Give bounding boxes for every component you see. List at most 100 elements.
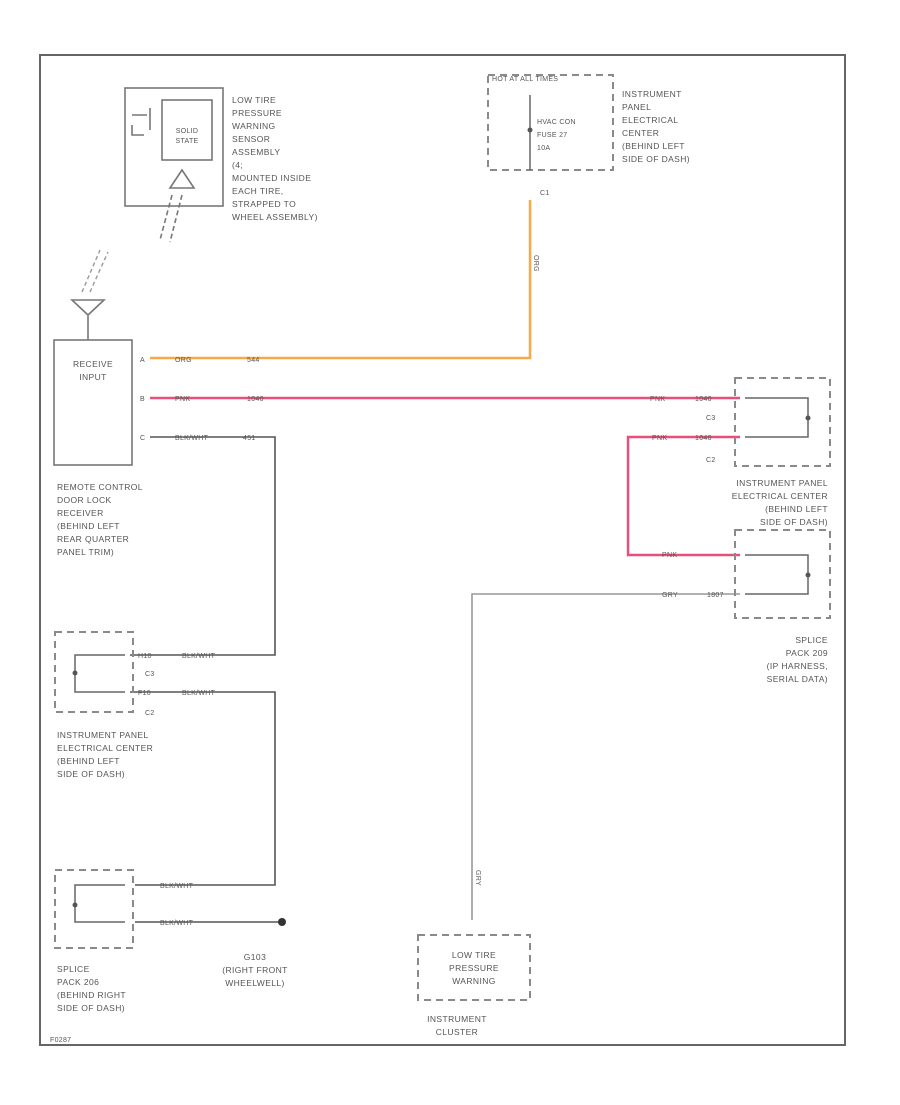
svg-text:(BEHIND LEFT: (BEHIND LEFT	[57, 756, 120, 766]
svg-text:WHEEL ASSEMBLY): WHEEL ASSEMBLY)	[232, 212, 318, 222]
svg-text:EACH TIRE,: EACH TIRE,	[232, 186, 284, 196]
cluster-box	[417, 934, 531, 1001]
wire-gray-circuit: 1807	[707, 592, 724, 599]
svg-text:STRAPPED TO: STRAPPED TO	[232, 199, 296, 209]
splice-209-label: SPLICE PACK 209 (IP HARNESS, SERIAL DATA…	[767, 635, 828, 684]
cluster-label-1: INSTRUMENT	[427, 1014, 487, 1024]
svg-text:INSTRUMENT: INSTRUMENT	[622, 89, 682, 99]
receiver-box	[53, 339, 133, 466]
wire-pink-jumper-color: PNK	[652, 435, 667, 442]
receiver-inner-line-2: INPUT	[79, 372, 107, 382]
wire-pink-circuit: 1040	[247, 396, 264, 403]
svg-text:ASSEMBLY: ASSEMBLY	[232, 147, 280, 157]
wire-bw-color-4: BLK/WHT	[160, 883, 194, 890]
svg-text:(4;: (4;	[232, 160, 243, 170]
sensor-label: LOW TIRE PRESSURE WARNING SENSOR ASSEMBL…	[232, 95, 318, 222]
ipec-right-box	[734, 377, 831, 467]
svg-text:ELECTRICAL: ELECTRICAL	[622, 115, 678, 125]
svg-text:INSTRUMENT PANEL: INSTRUMENT PANEL	[736, 478, 828, 488]
splice-209-box	[734, 529, 831, 619]
tire-pressure-sensor: SOLID STATE	[124, 87, 224, 243]
svg-text:(BEHIND LEFT: (BEHIND LEFT	[57, 521, 120, 531]
svg-text:PANEL: PANEL	[622, 102, 651, 112]
svg-text:PACK 209: PACK 209	[786, 648, 828, 658]
svg-text:SIDE OF DASH): SIDE OF DASH)	[57, 769, 125, 779]
svg-text:WARNING: WARNING	[232, 121, 276, 131]
wire-pink-circuit-right: 1040	[695, 396, 712, 403]
receiver-pin-c: C	[140, 435, 145, 442]
wire-pink-jumper-circuit: 1040	[695, 435, 712, 442]
svg-text:PANEL TRIM): PANEL TRIM)	[57, 547, 114, 557]
wire-bw-color-3: BLK/WHT	[182, 690, 216, 697]
receiver-label: REMOTE CONTROL DOOR LOCK RECEIVER (BEHIN…	[57, 482, 143, 557]
antenna-icon	[69, 249, 109, 340]
splice-206-box	[54, 869, 134, 949]
wire-black-white-2	[130, 691, 276, 886]
wire-pink-color-right: PNK	[650, 396, 665, 403]
svg-text:WHEELWELL): WHEELWELL)	[225, 978, 285, 988]
svg-text:SENSOR: SENSOR	[232, 134, 270, 144]
cluster-inner-line-1: LOW TIRE	[452, 950, 496, 960]
diagram-id: F0287	[50, 1037, 71, 1044]
wire-gray	[471, 593, 740, 920]
svg-text:SIDE OF DASH): SIDE OF DASH)	[622, 154, 690, 164]
svg-text:FUSE 27: FUSE 27	[537, 132, 568, 139]
wire-bw-color-1: BLK/WHT	[175, 435, 209, 442]
svg-text:SIDE OF DASH): SIDE OF DASH)	[57, 1003, 125, 1013]
ipec-right-label: INSTRUMENT PANEL ELECTRICAL CENTER (BEHI…	[732, 478, 828, 527]
wire-pink-color: PNK	[175, 396, 190, 403]
ipec-top-box	[487, 74, 614, 171]
wire-bw-circuit-1: 451	[243, 435, 256, 442]
svg-text:REAR QUARTER: REAR QUARTER	[57, 534, 129, 544]
ground-label: G103 (RIGHT FRONT WHEELWELL)	[222, 952, 288, 988]
receiver-pin-a: A	[140, 357, 145, 364]
svg-text:PRESSURE: PRESSURE	[232, 108, 282, 118]
cluster-label-2: CLUSTER	[436, 1027, 478, 1037]
ipec-left-pin-f10: F10	[138, 690, 151, 697]
wire-orange-color: ORG	[175, 357, 192, 364]
svg-text:SERIAL DATA): SERIAL DATA)	[767, 674, 828, 684]
ipec-left-conn-c3: C3	[145, 671, 155, 678]
svg-text:SPLICE: SPLICE	[57, 964, 90, 974]
svg-text:SIDE OF DASH): SIDE OF DASH)	[760, 517, 828, 527]
svg-text:INSTRUMENT PANEL: INSTRUMENT PANEL	[57, 730, 149, 740]
sensor-inner-line-2: STATE	[175, 138, 198, 145]
wire-bw-color-2: BLK/WHT	[182, 653, 216, 660]
svg-text:CENTER: CENTER	[622, 128, 659, 138]
svg-text:(RIGHT FRONT: (RIGHT FRONT	[222, 965, 288, 975]
svg-text:LOW TIRE: LOW TIRE	[232, 95, 276, 105]
diagram-border	[39, 54, 846, 1046]
svg-text:(BEHIND LEFT: (BEHIND LEFT	[765, 504, 828, 514]
svg-text:(BEHIND LEFT: (BEHIND LEFT	[622, 141, 685, 151]
splice-206-label: SPLICE PACK 206 (BEHIND RIGHT SIDE OF DA…	[57, 964, 126, 1013]
svg-text:ELECTRICAL CENTER: ELECTRICAL CENTER	[732, 491, 828, 501]
wire-gray-color: GRY	[662, 592, 678, 599]
sensor-inner-line-1: SOLID	[176, 128, 199, 135]
wire-orange-circuit: 544	[247, 357, 260, 364]
wire-black-white	[130, 436, 276, 656]
cluster-inner-line-3: WARNING	[452, 976, 496, 986]
svg-text:G103: G103	[244, 952, 266, 962]
ipec-left-conn-c2: C2	[145, 710, 155, 717]
svg-text:PACK 206: PACK 206	[57, 977, 99, 987]
svg-text:(IP HARNESS,: (IP HARNESS,	[767, 661, 828, 671]
receiver-pin-b: B	[140, 396, 145, 403]
svg-text:RECEIVER: RECEIVER	[57, 508, 104, 518]
ipec-left-label: INSTRUMENT PANEL ELECTRICAL CENTER (BEHI…	[57, 730, 153, 779]
wire-gray-color-vertical: GRY	[474, 870, 481, 886]
svg-text:MOUNTED INSIDE: MOUNTED INSIDE	[232, 173, 311, 183]
receiver-inner-line-1: RECEIVE	[73, 359, 113, 369]
ipec-left-box	[54, 631, 134, 713]
svg-text:SPLICE: SPLICE	[795, 635, 828, 645]
ipec-left-pin-h10: H10	[138, 653, 152, 660]
svg-text:ELECTRICAL CENTER: ELECTRICAL CENTER	[57, 743, 153, 753]
svg-text:(BEHIND RIGHT: (BEHIND RIGHT	[57, 990, 126, 1000]
svg-text:REMOTE CONTROL: REMOTE CONTROL	[57, 482, 143, 492]
cluster-inner-line-2: PRESSURE	[449, 963, 499, 973]
ipec-right-conn-c2: C2	[706, 457, 716, 464]
ground-g103-icon	[278, 918, 286, 926]
wire-bw-color-5: BLK/WHT	[160, 920, 194, 927]
wire-pink-jumper	[626, 435, 740, 557]
svg-text:DOOR LOCK: DOOR LOCK	[57, 495, 112, 505]
